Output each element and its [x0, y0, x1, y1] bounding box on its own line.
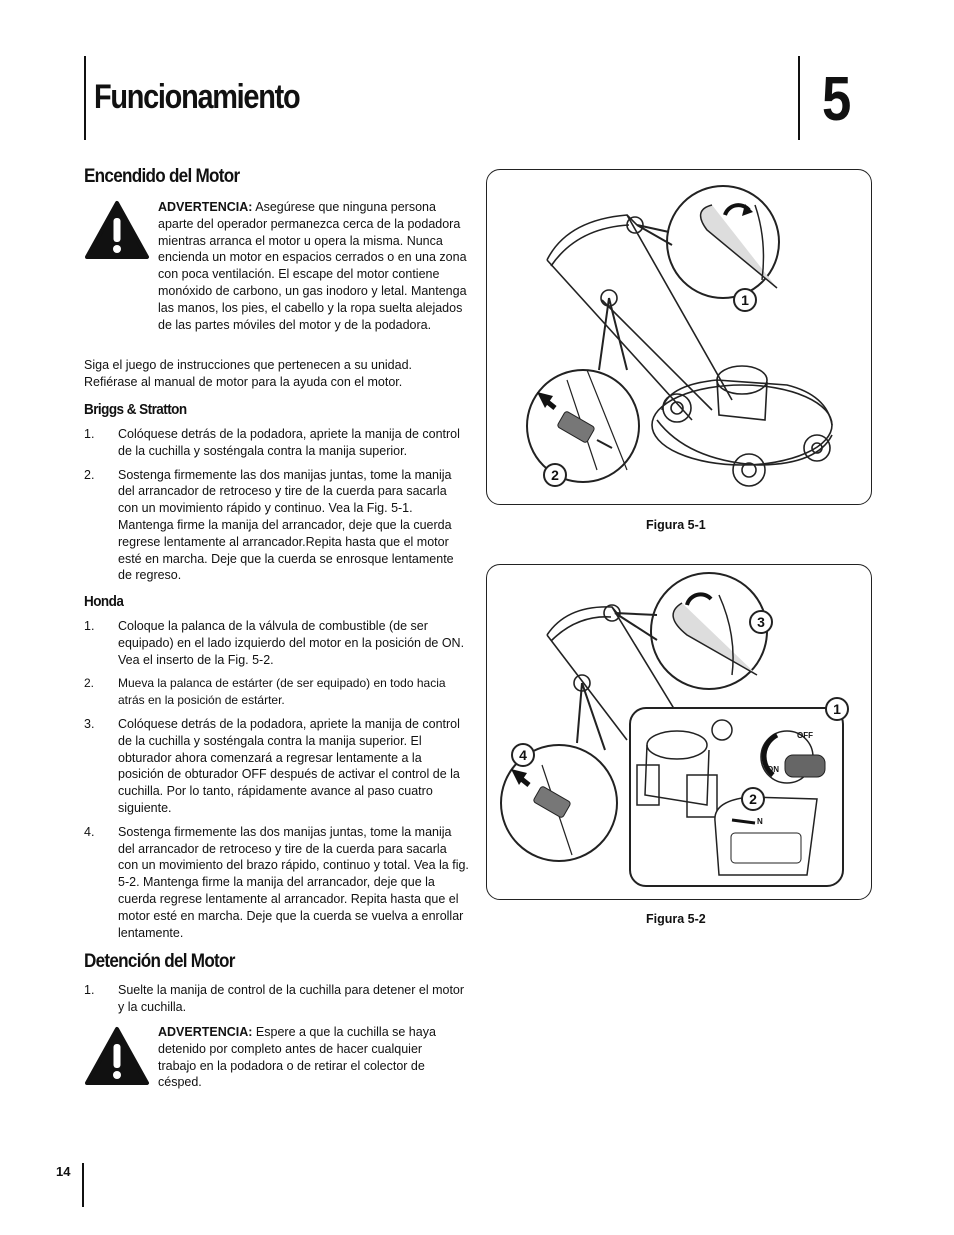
- section-heading-start: Encendido del Motor: [84, 166, 240, 187]
- figure-5-2: OFF ON N 3 1 4 2: [486, 564, 872, 900]
- list-item: 1.Coloque la palanca de la válvula de co…: [84, 619, 465, 667]
- off-label: OFF: [797, 731, 813, 740]
- callout-2: 2: [741, 787, 765, 811]
- honda-steps: 1.Coloque la palanca de la válvula de co…: [84, 618, 470, 948]
- n-label: N: [757, 817, 763, 826]
- warning-icon: [85, 201, 149, 259]
- intro-text: Siga el juego de instrucciones que perte…: [84, 358, 413, 389]
- subheading-briggs: Briggs & Stratton: [84, 401, 187, 418]
- callout-1: 1: [733, 288, 757, 312]
- stop-steps: 1.Suelte la manija de control de la cuch…: [84, 982, 470, 1023]
- page-number: 14: [56, 1164, 71, 1179]
- warning-body: Asegúrese que ninguna persona aparte del…: [158, 200, 467, 332]
- figure-5-1: 1 2: [486, 169, 872, 505]
- warning-text-stop: ADVERTENCIA: Espere a que la cuchilla se…: [158, 1024, 458, 1091]
- callout-1: 1: [825, 697, 849, 721]
- figure-caption-2: Figura 5-2: [646, 912, 706, 926]
- list-item: 1.Colóquese detrás de la podadora, aprie…: [84, 427, 460, 458]
- list-item: 2.Sostenga firmemente las dos manijas ju…: [84, 467, 454, 583]
- mower-illustration: [526, 185, 833, 487]
- callout-3: 3: [749, 610, 773, 634]
- callout-4: 4: [511, 743, 535, 767]
- header-rule-right: [798, 56, 800, 140]
- callout-2: 2: [543, 463, 567, 487]
- chapter-number: 5: [822, 65, 852, 134]
- list-item: 4.Sostenga firmemente las dos manijas ju…: [84, 824, 469, 940]
- list-item: 3.Colóquese detrás de la podadora, aprie…: [84, 716, 460, 815]
- subheading-honda: Honda: [84, 593, 124, 610]
- warning-label: ADVERTENCIA:: [158, 200, 253, 214]
- section-heading-stop: Detención del Motor: [84, 951, 235, 972]
- figure-caption-1: Figura 5-1: [646, 518, 706, 532]
- list-item: 1.Suelte la manija de control de la cuch…: [84, 983, 465, 1014]
- warning-text-start: ADVERTENCIA: Asegúrese que ninguna perso…: [158, 199, 470, 333]
- warning-body: Espere a que la cuchilla se haya detenid…: [158, 1025, 436, 1090]
- list-item: 2.Mueva la palanca de estárter (de ser e…: [84, 676, 446, 708]
- mower-illustration-honda: [500, 572, 844, 887]
- footer-rule: [82, 1163, 84, 1207]
- header-rule-left: [84, 56, 86, 140]
- warning-icon: [85, 1027, 149, 1085]
- page-title: Funcionamiento: [94, 78, 301, 116]
- on-label: ON: [767, 765, 779, 774]
- briggs-steps: 1.Colóquese detrás de la podadora, aprie…: [84, 426, 470, 591]
- warning-label: ADVERTENCIA:: [158, 1025, 253, 1039]
